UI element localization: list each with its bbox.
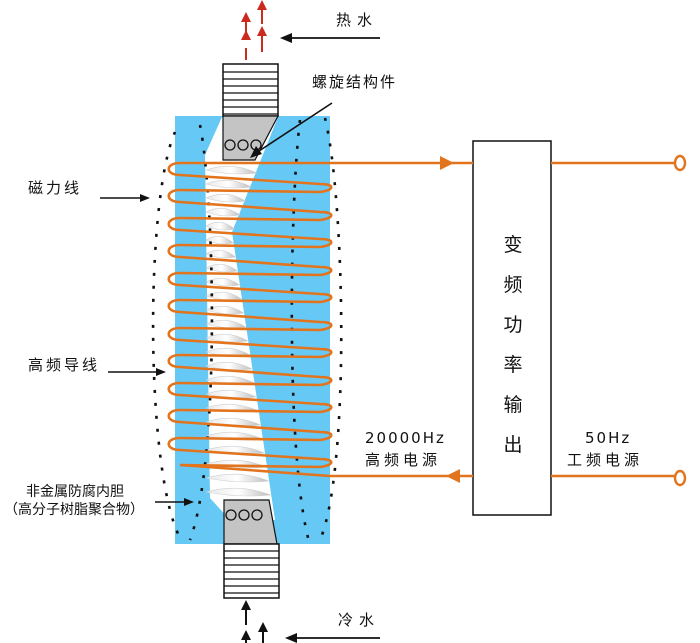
spiral-ridge: [205, 291, 243, 301]
cold-water-pointer-arrow: [285, 633, 380, 643]
bottom-fitting: [223, 499, 280, 599]
top-fitting: [222, 63, 279, 161]
converter-box: [472, 140, 552, 516]
hf-frequency-label: 20000Hz: [365, 429, 446, 447]
liner-label-line2: （高分子树脂聚合物）: [4, 502, 144, 518]
hf-source-label: 高频电源: [365, 451, 442, 469]
wire-arrow-right: [440, 156, 454, 170]
liner-label-line1: 非金属防腐内胆: [26, 484, 124, 500]
hot-water-pointer-arrow: [280, 33, 380, 43]
terminal-top: [673, 154, 687, 172]
leader-lines: [100, 102, 333, 506]
spiral-ridge: [205, 165, 258, 175]
hf-wire-label: 高频导线: [28, 356, 101, 374]
converter-char: 变: [503, 234, 523, 256]
converter-label: 变 频 功 率 输 出: [474, 225, 552, 465]
spiral-ridge: [205, 487, 272, 497]
spiral-ridge: [205, 277, 241, 287]
hot-water-label: 热水: [336, 11, 379, 29]
converter-char: 出: [503, 434, 523, 456]
converter-char: 频: [503, 274, 523, 296]
spiral-ridge: [205, 193, 247, 203]
spiral-ridge: [205, 305, 245, 315]
spiral-ridge: [205, 333, 249, 343]
spiral-ridge: [205, 249, 236, 259]
terminal-bottom: [673, 469, 687, 487]
lf-frequency-label: 50Hz: [585, 429, 632, 447]
spiral-ridge: [205, 319, 247, 329]
spiral-ridge: [205, 235, 234, 245]
converter-char: 率: [503, 354, 523, 376]
coil-wire: [167, 161, 333, 478]
converter-char: 输: [503, 394, 523, 416]
hf-coil: [167, 161, 333, 478]
spiral-ridge: [205, 207, 241, 217]
spiral-ridge: [205, 221, 236, 231]
spiral-ridge: [205, 179, 253, 189]
spiral-ridge: [205, 263, 239, 273]
wire-arrow-left: [446, 469, 460, 483]
spiral-ridge: [205, 473, 270, 483]
converter-char: 功: [503, 314, 523, 336]
magnetic-lines-label: 磁力线: [28, 179, 83, 197]
lf-source-label: 工频电源: [567, 451, 644, 469]
cold-water-label: 冷水: [338, 611, 381, 629]
spiral-structure-label: 螺旋结构件: [312, 73, 398, 91]
hot-water-arrows: [241, 0, 267, 60]
cold-water-arrows: [241, 600, 268, 643]
